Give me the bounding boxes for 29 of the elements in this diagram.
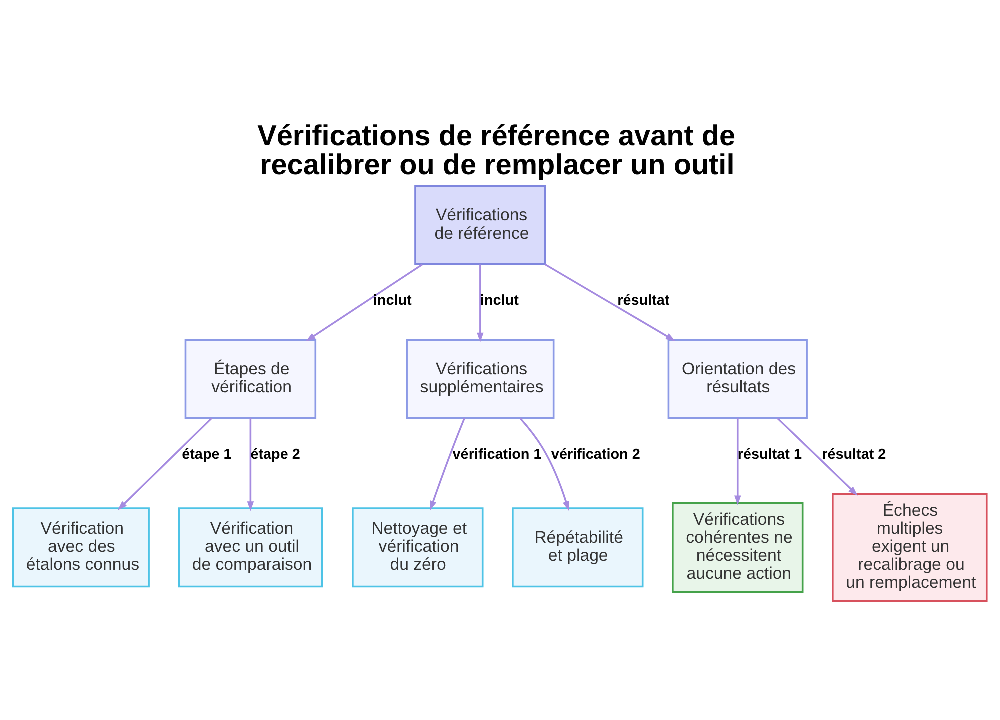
edge-label: résultat 2 [822,446,886,463]
edge-label: vérification 1 [452,446,542,463]
node-box: Vérifications cohérentes ne nécessitent aucune action [672,502,804,594]
arrow [247,418,254,512]
arrow [777,418,858,496]
edge-label: étape 2 [250,446,300,463]
arrow [477,264,484,343]
node-box: Échecs multiples exigent un recalibrage ou un remplacement [832,493,988,602]
edge-label: étape 1 [182,446,232,463]
edge-label: vérification 2 [551,446,640,463]
arrow [430,418,466,511]
node-box: Répétabilité et plage [512,508,644,588]
node-box: Vérifications supplémentaires [406,339,555,420]
arrow [734,418,742,506]
node-box: Étapes de vérification [184,339,317,420]
arrow [544,264,676,342]
edge-label: résultat [618,292,670,309]
arrow [118,418,212,510]
node-box: Orientation des résultats [668,339,808,420]
node-box: Nettoyage et vérification du zéro [352,508,484,588]
edge-label: inclut [373,292,412,309]
arrow [520,418,570,512]
edge-label: inclut [480,292,519,309]
node-box: Vérification avec des étalons connus [12,508,150,588]
edge-label: résultat 1 [738,446,802,463]
node-box: Vérifications de référence [414,185,546,266]
diagram-title: Vérifications de référence avant de recalibrer ou de remplacer un outil [258,120,736,182]
arrow [306,264,423,342]
node-box: Vérification avec un outil de comparaison [178,508,324,588]
